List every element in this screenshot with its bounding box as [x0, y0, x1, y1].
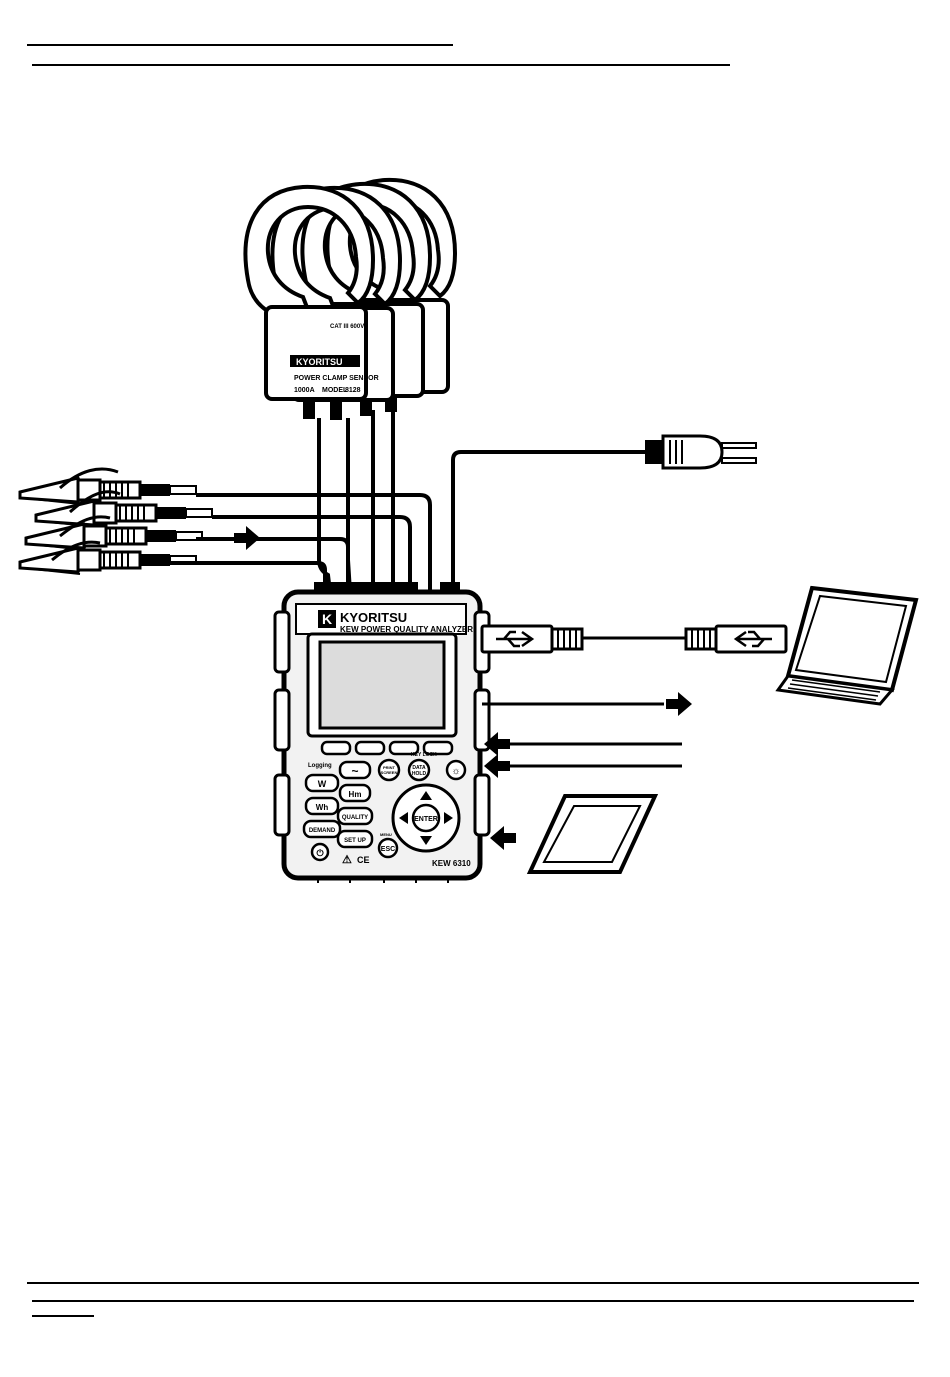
setup-button[interactable]: SET UP [338, 831, 372, 847]
svg-text:Wh: Wh [316, 803, 329, 812]
logo-letter: K [322, 611, 332, 627]
device-screen [320, 642, 444, 728]
alligator-clip-icon [20, 469, 212, 574]
svg-text:HOLD: HOLD [412, 771, 427, 777]
arrow-right-icon [234, 526, 260, 550]
clamp-model: 8128 [345, 387, 361, 394]
data-hold-button[interactable]: DATA HOLD [409, 760, 429, 780]
wave-icon: ~ [351, 764, 358, 778]
backlight-icon: ☼ [451, 766, 460, 777]
clamp-title: POWER CLAMP SENSOR [294, 375, 379, 382]
clamp-cat: CAT III 600V [330, 324, 364, 330]
warning-icon: ⚠ [342, 854, 352, 866]
logging-label: Logging [308, 763, 332, 769]
device-model: KEW 6310 [432, 859, 471, 868]
esc-button[interactable]: ESC [379, 839, 397, 857]
w-button[interactable]: W [306, 775, 338, 791]
svg-text:ENTER: ENTER [414, 816, 438, 823]
svg-text:W: W [318, 779, 327, 789]
svg-text:SET UP: SET UP [344, 838, 366, 844]
sd-card-icon [530, 796, 655, 872]
svg-text:SCREEN: SCREEN [381, 770, 398, 775]
power-cable [453, 452, 645, 592]
power-plug-icon [645, 436, 756, 468]
arrow-right-icon [666, 692, 692, 716]
laptop-icon [778, 588, 916, 704]
svg-text:Hm: Hm [349, 790, 362, 799]
clamp-sensor-icon [245, 180, 455, 420]
demand-button[interactable]: DEMAND [304, 821, 340, 837]
function-key-2[interactable] [356, 742, 384, 754]
device-logo: K [318, 610, 336, 628]
wh-button[interactable]: Wh [306, 798, 338, 814]
svg-text:QUALITY: QUALITY [342, 815, 368, 821]
print-screen-button[interactable]: PRINT SCREEN [379, 760, 399, 780]
function-key-1[interactable] [322, 742, 350, 754]
device-brand: KYORITSU [340, 610, 407, 625]
wave-button[interactable]: ~ [340, 762, 370, 778]
enter-button[interactable]: ENTER [413, 805, 439, 831]
backlight-button[interactable]: ☼ [447, 761, 465, 779]
clamp-brand: KYORITSU [296, 357, 343, 367]
menu-label: MENU [380, 832, 392, 837]
power-button[interactable]: ⏻ [312, 844, 328, 860]
clamp-rating: 1000A [294, 387, 315, 394]
arrow-left-icon [490, 826, 516, 850]
svg-text:DEMAND: DEMAND [309, 828, 336, 834]
svg-text:ESC: ESC [381, 846, 395, 853]
harmonics-button[interactable]: Hm [340, 785, 370, 801]
ce-mark: CE [357, 855, 370, 865]
key-lock-label: KEY LOCK [411, 752, 437, 758]
quality-button[interactable]: QUALITY [338, 808, 372, 824]
power-icon: ⏻ [316, 848, 324, 858]
clamp-cables [319, 410, 393, 592]
